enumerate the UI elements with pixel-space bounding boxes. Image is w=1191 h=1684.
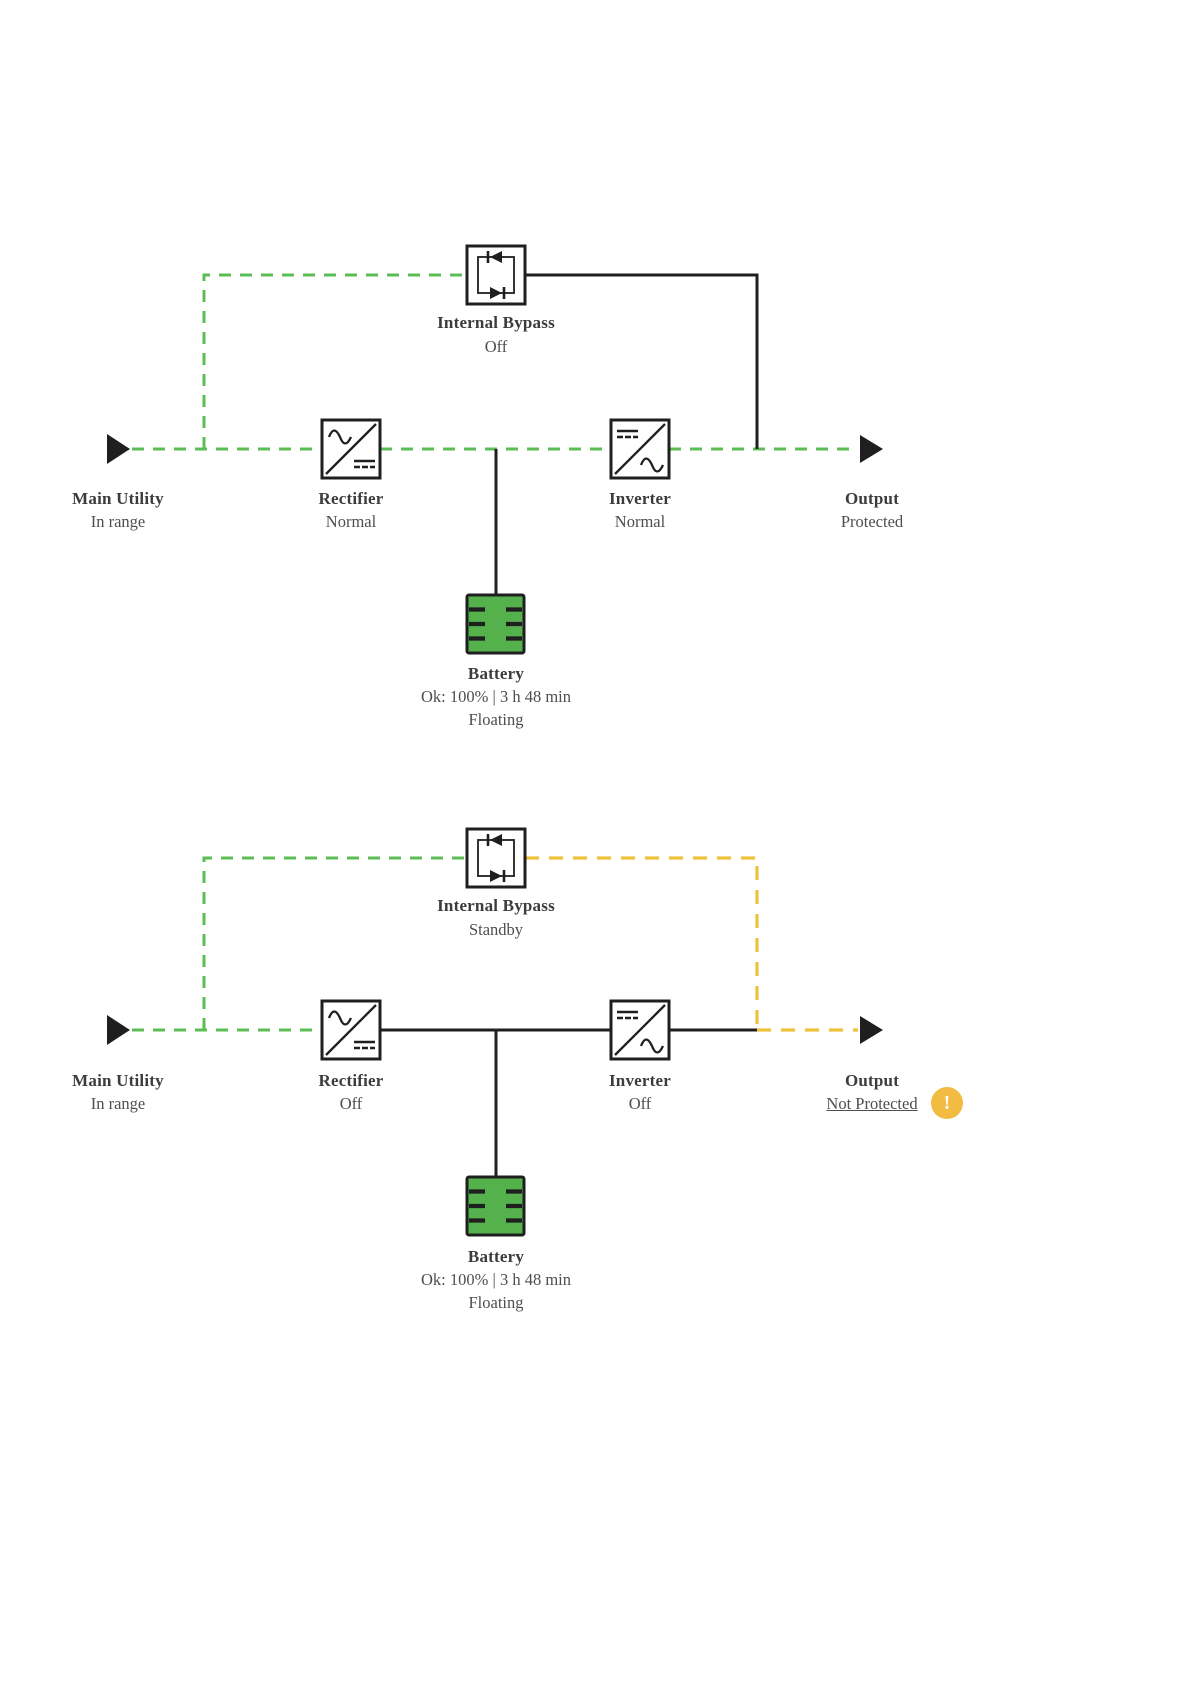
internal-bypass-status: Standby [468, 920, 524, 939]
inverter-status: Normal [614, 512, 666, 531]
diagram-bypass-standby [107, 827, 883, 1237]
internal-bypass-icon [465, 827, 527, 889]
battery-status: Ok: 100% | 3 h 48 min [421, 1270, 571, 1289]
inverter-icon [609, 999, 671, 1061]
main-utility-status: In range [90, 1094, 146, 1113]
diagram-normal-operation [107, 244, 883, 655]
warning-icon[interactable]: ! [931, 1087, 963, 1119]
output-status-link[interactable]: Not Protected [826, 1094, 918, 1113]
rectifier-label: Rectifier [318, 1071, 384, 1090]
output-arrow-icon [860, 435, 883, 463]
internal-bypass-label: Internal Bypass [437, 313, 555, 332]
battery-label: Battery [467, 664, 525, 683]
battery-label: Battery [467, 1247, 525, 1266]
output-label: Output [844, 489, 900, 508]
main-utility-label: Main Utility [72, 1071, 164, 1090]
battery-status: Ok: 100% | 3 h 48 min [421, 687, 571, 706]
output-label: Output [844, 1071, 900, 1090]
battery-icon [465, 593, 526, 655]
main-utility-status: In range [90, 512, 146, 531]
rectifier-status: Normal [325, 512, 377, 531]
bypass-return-line [525, 273, 759, 449]
inverter-status: Off [628, 1094, 652, 1113]
internal-bypass-label: Internal Bypass [437, 896, 555, 915]
internal-bypass-status: Off [484, 337, 508, 356]
battery-mode: Floating [468, 1293, 524, 1312]
inverter-icon [609, 418, 671, 480]
bypass-feed-line [202, 273, 467, 449]
battery-icon [465, 1175, 526, 1237]
bypass-feed-line [202, 856, 467, 1030]
rectifier-icon [320, 418, 382, 480]
rectifier-status: Off [339, 1094, 363, 1113]
rectifier-icon [320, 999, 382, 1061]
main-utility-arrow-icon [107, 434, 130, 464]
battery-mode: Floating [468, 710, 524, 729]
output-arrow-icon [860, 1016, 883, 1044]
main-utility-arrow-icon [107, 1015, 130, 1045]
output-status: Protected [840, 512, 904, 531]
warning-glyph: ! [943, 1091, 951, 1114]
main-utility-label: Main Utility [72, 489, 164, 508]
bypass-standby-line [525, 856, 759, 1030]
inverter-label: Inverter [608, 1071, 672, 1090]
internal-bypass-icon [465, 244, 527, 306]
inverter-label: Inverter [608, 489, 672, 508]
rectifier-label: Rectifier [318, 489, 384, 508]
